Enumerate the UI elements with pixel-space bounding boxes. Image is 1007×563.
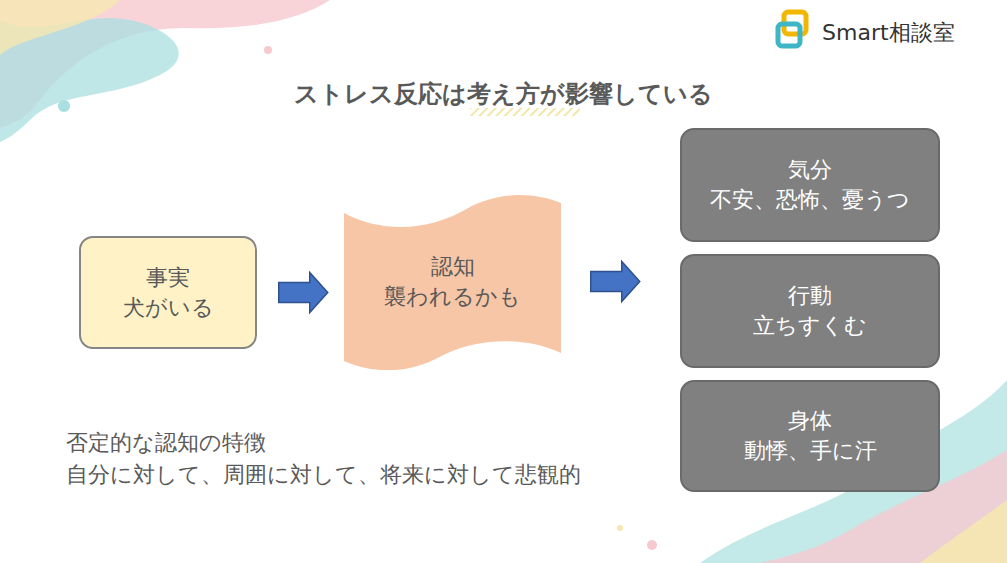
block-arrow [279, 273, 328, 313]
node-body: 動悸、手に汗 [744, 436, 877, 466]
wave-outline [344, 193, 561, 370]
logo-icon [778, 12, 806, 46]
node-heading: 行動 [788, 281, 832, 311]
mood-box: 気分不安、恐怖、憂うつ [680, 128, 940, 242]
node-body: 犬がいる [123, 293, 214, 323]
node-body: 襲われるかも [384, 282, 521, 312]
node-heading: 認知 [431, 252, 475, 282]
slide-title: ストレス反応は考え方が影響している [0, 78, 1007, 110]
fact-box: 事実犬がいる [79, 236, 257, 349]
note-body: 自分に対して、周囲に対して、将来に対して悲観的 [66, 460, 581, 490]
node-body: 立ちすくむ [753, 311, 867, 341]
node-heading: 気分 [788, 155, 832, 185]
body-box: 身体動悸、手に汗 [680, 380, 940, 492]
behavior-box: 行動立ちすくむ [680, 254, 940, 368]
node-body: 不安、恐怖、憂うつ [710, 185, 910, 215]
block-arrow [591, 262, 640, 302]
logo-text: Smart相談室 [822, 18, 955, 48]
node-heading: 事実 [146, 263, 190, 293]
note-heading: 否定的な認知の特徴 [66, 428, 266, 458]
node-heading: 身体 [788, 406, 832, 436]
cognition-shape: 認知襲われるかも [344, 193, 561, 370]
